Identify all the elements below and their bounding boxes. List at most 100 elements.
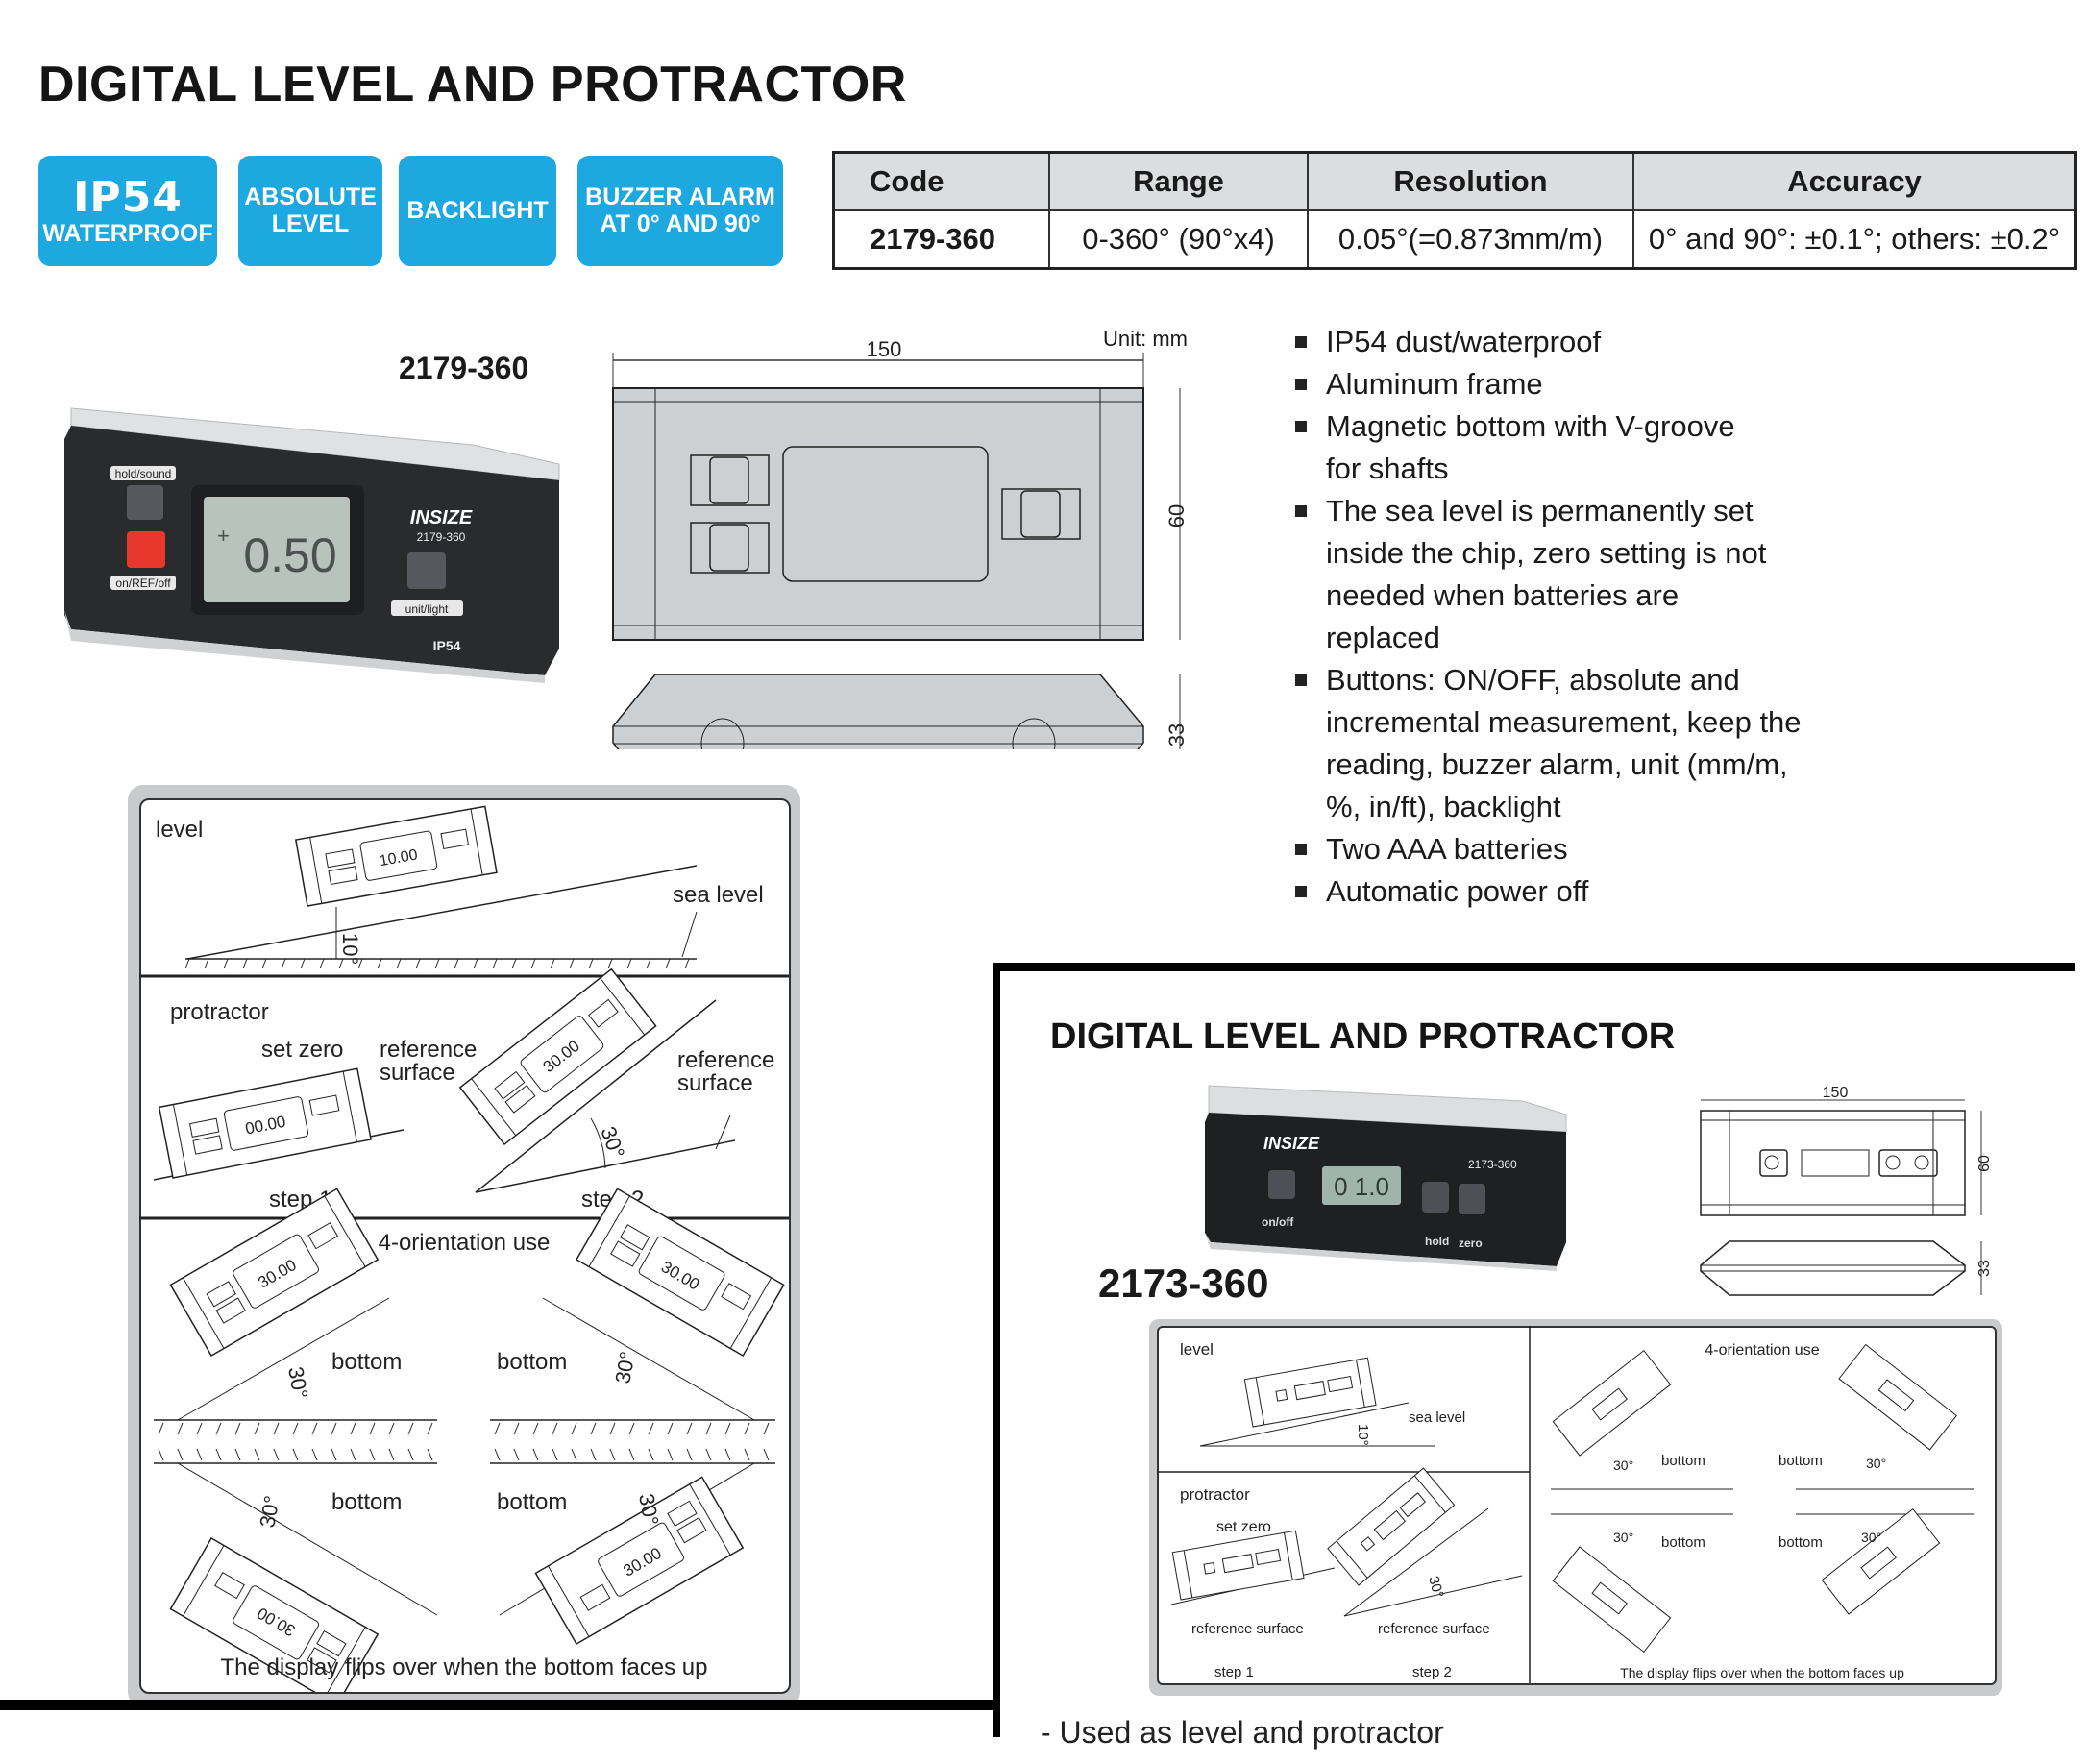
level-display-value: 10.00: [379, 846, 419, 870]
feature-text: Magnetic bottom with V-groove for shafts: [1326, 409, 1735, 485]
badge-buzzer-line2: AT 0° AND 90°: [600, 209, 761, 237]
button-outline: [1878, 1149, 1938, 1177]
tilt-line: [177, 1297, 390, 1421]
insize-logo-2: INSIZE: [1263, 1134, 1320, 1153]
bottom-label-1: bottom: [331, 1349, 402, 1375]
col-resolution: Resolution: [1307, 151, 1634, 211]
feature-text: Automatic power off: [1326, 874, 1589, 908]
orientation-device-3: 30.00: [169, 1536, 380, 1692]
table-row: 2179-360 0-360° (90°x4) 0.05°(=0.873mm/m…: [832, 209, 2077, 270]
product2-hold-label: hold: [1425, 1235, 1449, 1248]
level-angle: 10°: [338, 933, 362, 965]
product2-model-print: 2173-360: [1468, 1158, 1517, 1171]
product2-lcd: [1322, 1166, 1401, 1205]
product2-bottom-rail: [1205, 1233, 1557, 1271]
p2-bottom-3: bottom: [1661, 1534, 1705, 1551]
bullet-icon: [1295, 505, 1307, 517]
side-view: [612, 674, 1144, 749]
badge-backlight-label: BACKLIGHT: [406, 196, 549, 224]
level-device: 10.00: [294, 805, 498, 907]
product1-dimension-drawing: 150 60 33: [612, 341, 1189, 749]
orientation-angle-1: 30°: [283, 1365, 312, 1401]
orientation-angle-4: 30°: [634, 1492, 663, 1528]
p2-set-zero: set zero: [1216, 1519, 1271, 1535]
list-item: IP54 dust/waterproof: [1295, 321, 1833, 363]
badge-absolute-line2: LEVEL: [271, 209, 350, 237]
frame-left-border: [993, 963, 1000, 1737]
insize-logo: INSIZE: [410, 507, 473, 528]
orientation-device-4: 30.00: [534, 1476, 745, 1646]
usage-diagram: 10.00 10° level sea level protractor set…: [139, 805, 789, 1692]
depth-value: 33: [1165, 723, 1189, 747]
hatch: [158, 1422, 770, 1461]
cell-range: 0-360° (90°x4): [1048, 209, 1309, 270]
bottom-label-4: bottom: [497, 1489, 567, 1515]
ref2-line2: surface: [677, 1070, 753, 1096]
unit-label: Unit: mm: [1103, 327, 1188, 351]
level-title: level: [156, 817, 203, 843]
button-outline: [709, 456, 749, 504]
usage-note: - Used as level and protractor: [1041, 1715, 1444, 1750]
bottom-label-2: bottom: [497, 1349, 567, 1375]
p2-bottom-1: bottom: [1661, 1453, 1705, 1469]
ref2-line1: reference: [677, 1047, 774, 1073]
p2-orient-angle-1: 30°: [1613, 1458, 1633, 1473]
button-outline: [1759, 1149, 1788, 1177]
product2-side-view: [1700, 1240, 1966, 1296]
tilt-line: [542, 1297, 755, 1421]
product1-label-bg2: [110, 576, 176, 590]
orientation-angle-3: 30°: [255, 1494, 283, 1530]
button-outline: [1020, 490, 1061, 538]
spec-table: Code Range Resolution Accuracy 2179-360 …: [832, 151, 2077, 270]
product2-dimension-drawing: 150 60 33: [1700, 1085, 1993, 1296]
set-zero-label: set zero: [261, 1037, 343, 1063]
p2-protractor-title: protractor: [1180, 1485, 1250, 1504]
ref-leader: [715, 1115, 731, 1150]
feature-text: The sea level is permanently set inside …: [1326, 494, 1767, 654]
product1-top-rail: [70, 407, 560, 481]
feature-list: IP54 dust/waterproof Aluminum frame Magn…: [1295, 321, 1833, 913]
col-range: Range: [1048, 151, 1309, 211]
badge-buzzer-alarm: BUZZER ALARM AT 0° AND 90°: [577, 156, 783, 266]
p2-level-title: level: [1180, 1340, 1214, 1359]
product1-label-bg: [110, 466, 176, 480]
p2-bottom-2: bottom: [1778, 1453, 1823, 1469]
list-item: Buttons: ON/OFF, absolute and incrementa…: [1295, 659, 1806, 828]
page-title: DIGITAL LEVEL AND PROTRACTOR: [38, 57, 907, 112]
slope-line: [1199, 1402, 1410, 1447]
orientation-device-1: 30.00: [169, 1188, 380, 1358]
orientation-caption: The display flips over when the bottom f…: [221, 1654, 708, 1680]
reference-line: [1343, 1575, 1523, 1617]
list-item: The sea level is permanently set inside …: [1295, 490, 1778, 659]
bullet-icon: [1295, 674, 1307, 686]
badge-absolute-level: ABSOLUTE LEVEL: [238, 156, 382, 266]
protractor-device-step1: 00.00: [158, 1067, 373, 1179]
product2-lcd-value: 0 1.0: [1334, 1172, 1389, 1201]
ref-line2: surface: [380, 1060, 455, 1086]
cell-accuracy: 0° and 90°: ±0.1°; others: ±0.2°: [1632, 209, 2077, 270]
feature-text: Two AAA batteries: [1326, 832, 1568, 866]
frame-top-border: [996, 963, 2075, 971]
protractor-title: protractor: [170, 999, 269, 1025]
p2-step1: step 1: [1214, 1664, 1254, 1680]
product2-onoff-label: on/off: [1262, 1215, 1294, 1229]
orientation-angle-2: 30°: [610, 1350, 639, 1385]
product2-front-view: [1700, 1110, 1966, 1216]
magnet-circle: [700, 718, 745, 749]
product2-title: DIGITAL LEVEL AND PROTRACTOR: [1050, 1017, 1676, 1057]
badge-ip54: IP54 WATERPROOF: [38, 156, 217, 266]
display-outline: [1801, 1149, 1870, 1177]
bullet-icon: [1295, 379, 1307, 390]
p2-angle10: 10°: [1355, 1424, 1371, 1446]
bullet-icon: [1295, 421, 1307, 432]
tilted-line: [475, 999, 717, 1193]
p2-sea-level: sea level: [1409, 1409, 1465, 1426]
orientation-title: 4-orientation use: [379, 1230, 551, 1256]
bottom-label-3: bottom: [331, 1489, 402, 1515]
orientation-device-2: 30.00: [575, 1188, 785, 1358]
feature-text: Buttons: ON/OFF, absolute and incrementa…: [1326, 663, 1802, 823]
product2-top-rail: [1208, 1085, 1567, 1133]
p2-reference-surface-2: reference surface: [1378, 1621, 1490, 1637]
sea-level-leader: [681, 911, 698, 958]
